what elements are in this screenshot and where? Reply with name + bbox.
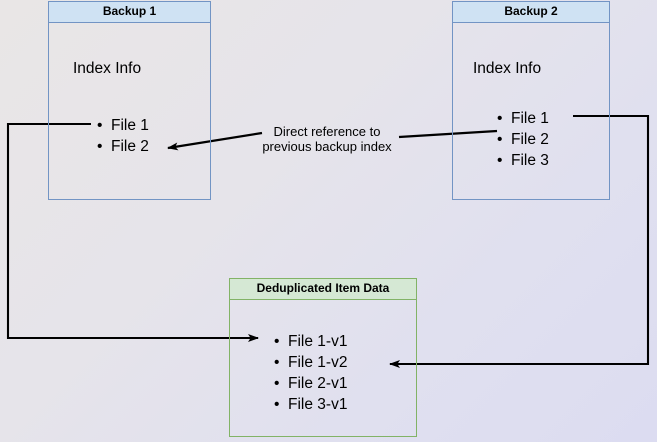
list-item: File 2 <box>97 136 149 157</box>
node-backup-1-title: Backup 1 <box>49 2 210 23</box>
node-deduplicated-item-data[interactable]: Deduplicated Item Data File 1-v1 File 1-… <box>229 278 417 437</box>
list-item: File 3-v1 <box>274 394 348 415</box>
list-item: File 2 <box>497 129 549 150</box>
list-item: File 1 <box>497 108 549 129</box>
node-backup-2[interactable]: Backup 2 Index Info File 1 File 2 File 3 <box>452 1 610 200</box>
backup-1-file-list: File 1 File 2 <box>97 115 149 157</box>
node-backup-2-title: Backup 2 <box>453 2 609 23</box>
list-item: File 1-v1 <box>274 331 348 352</box>
backup-2-index-info-label: Index Info <box>473 60 542 77</box>
backup-1-index-info-label: Index Info <box>73 60 142 77</box>
list-item: File 1-v2 <box>274 352 348 373</box>
node-deduplicated-item-data-title: Deduplicated Item Data <box>230 279 416 300</box>
edge-label-direct-reference: Direct reference to previous backup inde… <box>262 124 392 154</box>
list-item: File 1 <box>97 115 149 136</box>
list-item: File 3 <box>497 150 549 171</box>
backup-2-file-list: File 1 File 2 File 3 <box>497 108 549 171</box>
deduplicated-file-list: File 1-v1 File 1-v2 File 2-v1 File 3-v1 <box>274 331 348 415</box>
list-item: File 2-v1 <box>274 373 348 394</box>
node-backup-1[interactable]: Backup 1 Index Info File 1 File 2 <box>48 1 211 200</box>
